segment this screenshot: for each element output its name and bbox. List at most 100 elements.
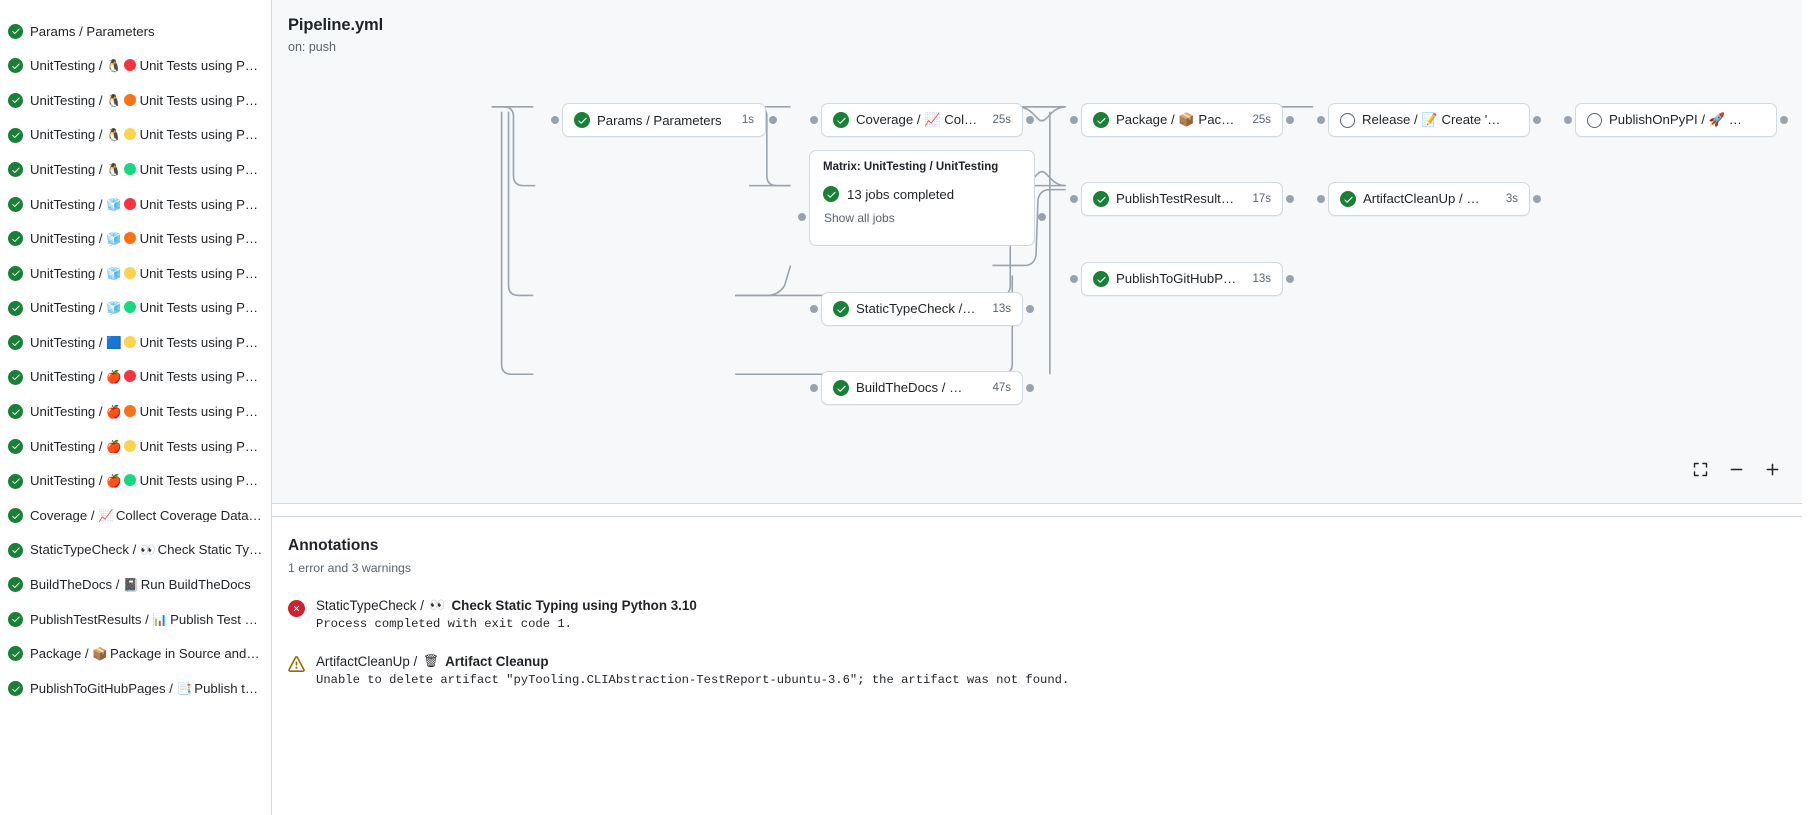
- success-icon: [8, 577, 23, 593]
- show-all-jobs-link[interactable]: Show all jobs: [824, 211, 895, 225]
- sidebar-item[interactable]: UnitTesting / 🍎 Unit Tests using Pyth...: [0, 395, 271, 430]
- matrix-title: Matrix: UnitTesting / UnitTesting: [823, 161, 999, 173]
- pipeline-node-label: PublishOnPyPI / 🚀 Publish to ...: [1609, 112, 1750, 127]
- success-icon: [8, 162, 23, 178]
- success-icon: [8, 542, 23, 558]
- matrix-group[interactable]: Matrix: UnitTesting / UnitTesting 13 job…: [798, 150, 1046, 246]
- node-input-port: [1070, 195, 1078, 203]
- sidebar-item[interactable]: UnitTesting / 🧊 Unit Tests using Pyth...: [0, 222, 271, 257]
- zoom-out-icon[interactable]: [1724, 457, 1748, 481]
- python-version-dot: [123, 93, 136, 106]
- sidebar-item-label: UnitTesting / 🧊 Unit Tests using Pyth...: [30, 197, 263, 212]
- success-icon: [8, 300, 23, 316]
- success-icon: [1093, 271, 1109, 287]
- sidebar-item[interactable]: PublishToGitHubPages / 📑 Publish to G...: [0, 671, 271, 706]
- success-icon: [833, 301, 849, 317]
- sidebar-item[interactable]: UnitTesting / 🧊 Unit Tests using Pyth...: [0, 256, 271, 291]
- sidebar-item[interactable]: BuildTheDocs / 📓 Run BuildTheDocs: [0, 568, 271, 603]
- annotation-row[interactable]: StaticTypeCheck / 👀Check Static Typing u…: [288, 598, 1802, 631]
- zoom-in-icon[interactable]: [1760, 457, 1784, 481]
- pipeline-node[interactable]: ArtifactCleanUp / 🗑 Artifac...3s: [1317, 182, 1541, 216]
- os-icon: 📈: [98, 508, 114, 523]
- sidebar-item-label: PublishTestResults / 📊 Publish Test Resu…: [30, 612, 263, 627]
- sidebar-item[interactable]: UnitTesting / 🧊 Unit Tests using Pyth...: [0, 291, 271, 326]
- sidebar-item-label: UnitTesting / 🐧 Unit Tests using Pyth...: [30, 128, 263, 142]
- sidebar-item[interactable]: UnitTesting / 🧊 Unit Tests using Pyth...: [0, 187, 271, 222]
- node-output-port: [1026, 116, 1034, 124]
- success-icon: [833, 112, 849, 128]
- success-icon: [8, 681, 23, 697]
- sidebar-item[interactable]: UnitTesting / 🍎 Unit Tests using Pyth...: [0, 429, 271, 464]
- pipeline-node[interactable]: PublishTestResults / 📊 Pu...17s: [1070, 182, 1294, 216]
- sidebar-item-label: UnitTesting / 🍎 Unit Tests using Pyth...: [30, 474, 263, 488]
- sidebar-item[interactable]: Coverage / 📈 Collect Coverage Data usi..…: [0, 498, 271, 533]
- success-icon: [1093, 112, 1109, 128]
- sidebar-item-label: BuildTheDocs / 📓 Run BuildTheDocs: [30, 578, 251, 592]
- pipeline-node[interactable]: StaticTypeCheck / 👀 Chec...13s: [810, 292, 1034, 326]
- sidebar-item[interactable]: UnitTesting / 🐧 Unit Tests using Pyth...: [0, 49, 271, 84]
- success-icon: [8, 196, 23, 212]
- success-icon: [8, 58, 23, 74]
- success-icon: [8, 231, 23, 247]
- sidebar-item-label: UnitTesting / 🧊 Unit Tests using Pyth...: [30, 266, 263, 281]
- workflow-trigger: on: push: [288, 40, 336, 54]
- sidebar-item[interactable]: PublishTestResults / 📊 Publish Test Resu…: [0, 602, 271, 637]
- annotations-summary: 1 error and 3 warnings: [288, 561, 412, 575]
- node-input-port: [551, 116, 559, 124]
- python-version-dot: [123, 128, 136, 141]
- pipeline-node[interactable]: BuildTheDocs / 📓 Run Buil...47s: [810, 371, 1034, 405]
- node-input-port: [1564, 116, 1572, 124]
- graph-header: Pipeline.yml on: push: [272, 0, 1802, 54]
- os-icon: 🐧: [106, 93, 122, 108]
- os-icon: 🐧: [106, 162, 122, 177]
- os-icon: 🍎: [106, 370, 122, 384]
- sidebar-item[interactable]: UnitTesting / 🐧 Unit Tests using Pyth...: [0, 118, 271, 153]
- pipeline-node-label: Package / 📦 Package in So...: [1116, 112, 1237, 127]
- annotation-heading: StaticTypeCheck / 👀Check Static Typing u…: [316, 598, 697, 613]
- pipeline-node[interactable]: Release / 📝 Create 'Release P...: [1317, 103, 1541, 137]
- python-version-dot: [123, 405, 136, 418]
- sidebar-item[interactable]: UnitTesting / 🐧 Unit Tests using Pyth...: [0, 152, 271, 187]
- sidebar-item[interactable]: UnitTesting / 🍎 Unit Tests using Pyth...: [0, 360, 271, 395]
- node-input-port: [810, 384, 818, 392]
- pipeline-node[interactable]: Coverage / 📈 Collect Cove...25s: [810, 103, 1034, 137]
- success-icon: [8, 369, 23, 385]
- zoom-controls[interactable]: [1688, 457, 1784, 481]
- graph-canvas[interactable]: Matrix: UnitTesting / UnitTesting 13 job…: [272, 0, 1802, 503]
- annotation-level-icon: [288, 656, 305, 673]
- sidebar-item[interactable]: UnitTesting / 🐧 Unit Tests using Pyth...: [0, 83, 271, 118]
- pipeline-node[interactable]: Package / 📦 Package in So...25s: [1070, 103, 1294, 137]
- pipeline-node[interactable]: Params / Parameters 1s: [551, 103, 777, 137]
- sidebar-item[interactable]: StaticTypeCheck / 👀 Check Static Typing.…: [0, 533, 271, 568]
- node-input-port: [1317, 116, 1325, 124]
- pipeline-graph-card: Pipeline.yml on: push: [272, 0, 1802, 504]
- graph-connectors: [491, 105, 1314, 376]
- sidebar-item[interactable]: UnitTesting / 🍎 Unit Tests using Pyth...: [0, 464, 271, 499]
- pipeline-node-label: Params / Parameters: [597, 112, 722, 128]
- success-icon: [8, 508, 23, 524]
- annotation-level-icon: [288, 600, 305, 617]
- matrix-jobs-row[interactable]: 13 jobs completed: [823, 186, 1021, 202]
- fit-to-screen-icon[interactable]: [1688, 457, 1712, 481]
- annotation-emoji-icon: 🗑: [423, 654, 440, 669]
- os-icon: 📓: [123, 578, 139, 592]
- pipeline-node[interactable]: PublishOnPyPI / 🚀 Publish to ...: [1564, 103, 1788, 137]
- node-output-port: [1026, 384, 1034, 392]
- pipeline-node-duration: 1s: [741, 114, 754, 126]
- sidebar-item-label: UnitTesting / 🍎 Unit Tests using Pyth...: [30, 405, 263, 419]
- pipeline-node-label: StaticTypeCheck / 👀 Chec...: [856, 301, 977, 316]
- node-output-port: [1533, 116, 1541, 124]
- node-output-port: [1286, 116, 1294, 124]
- os-icon: 🧊: [106, 232, 122, 246]
- sidebar-item[interactable]: Params / Parameters: [0, 14, 271, 49]
- node-input-port: [810, 305, 818, 313]
- pipeline-node[interactable]: PublishToGitHubPages / 📑 ...13s: [1070, 262, 1294, 296]
- os-icon: 📊: [152, 612, 168, 627]
- sidebar-item[interactable]: UnitTesting / 🟦 Unit Tests using Pyth...: [0, 325, 271, 360]
- sidebar-item[interactable]: Package / 📦 Package in Source and Wh...: [0, 637, 271, 672]
